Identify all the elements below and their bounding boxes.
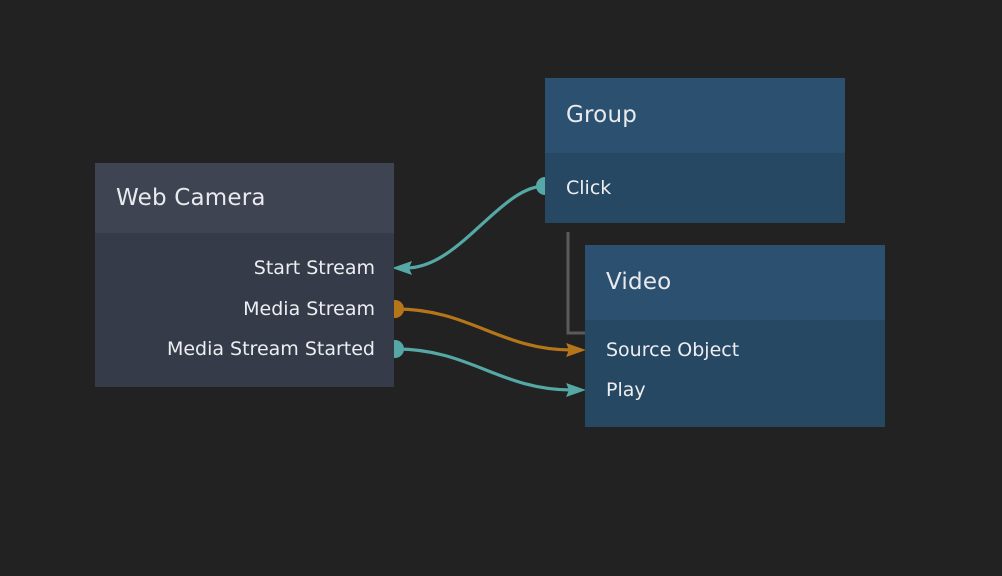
node-web-camera-title: Web Camera (116, 184, 266, 211)
wire-media-stream-to-source-object[interactable] (394, 307, 574, 352)
node-video-title: Video (606, 269, 672, 295)
hierarchy-link-group-video (566, 232, 586, 335)
port-label-click: Click (566, 176, 612, 199)
node-group[interactable]: Group Click (545, 78, 845, 223)
node-video[interactable]: Video Source Object Play (585, 245, 885, 427)
node-web-camera-body: Start Stream Media Stream Media Stream S… (95, 233, 394, 387)
port-row-source-object[interactable]: Source Object (606, 337, 739, 363)
port-row-click[interactable]: Click (566, 175, 611, 201)
node-web-camera-header[interactable]: Web Camera (95, 163, 394, 233)
node-video-header[interactable]: Video (585, 245, 885, 320)
wire-arrowhead-source-object (566, 343, 586, 357)
port-row-play[interactable]: Play (606, 377, 646, 403)
node-group-title: Group (566, 102, 638, 128)
wire-media-stream-started-to-play[interactable] (394, 347, 574, 392)
port-row-start-stream[interactable]: Start Stream (254, 255, 375, 281)
wire-arrowhead-play (566, 383, 586, 397)
node-video-body: Source Object Play (585, 320, 885, 427)
wire-arrowhead-start-stream (392, 261, 412, 275)
node-web-camera[interactable]: Web Camera Start Stream Media Stream Med… (95, 163, 394, 387)
wire-click-to-start-stream[interactable] (404, 184, 547, 270)
port-label-source-object: Source Object (606, 338, 740, 361)
port-row-media-stream[interactable]: Media Stream (243, 296, 375, 322)
port-label-play: Play (606, 378, 646, 401)
node-group-header[interactable]: Group (545, 78, 845, 153)
port-label-media-stream-started: Media Stream Started (166, 337, 375, 360)
port-label-media-stream: Media Stream (243, 297, 375, 320)
port-row-media-stream-started[interactable]: Media Stream Started (167, 336, 375, 362)
node-group-body: Click (545, 153, 845, 223)
port-label-start-stream: Start Stream (253, 256, 375, 279)
